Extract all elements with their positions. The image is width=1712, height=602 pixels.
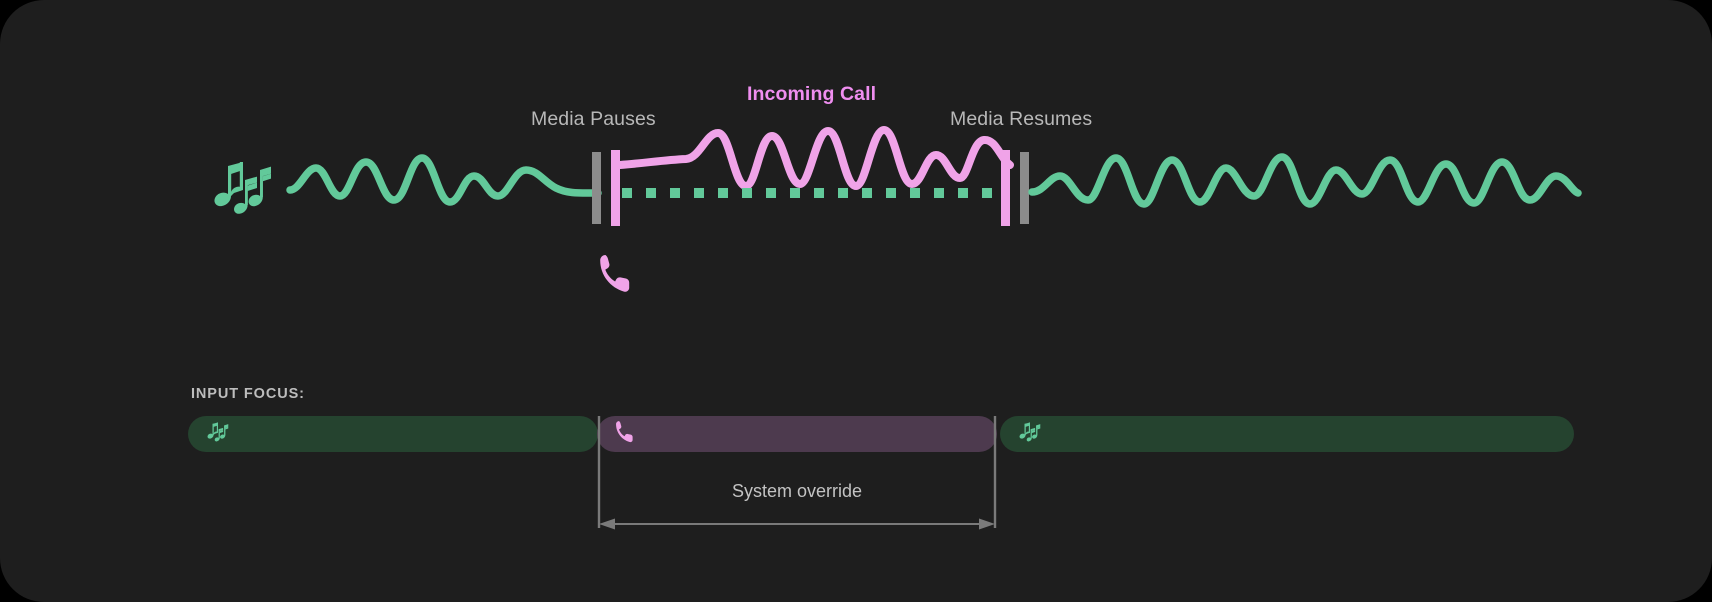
input-focus-heading: INPUT FOCUS: <box>191 386 305 402</box>
resume-marker-gray-bar <box>1020 152 1029 224</box>
focus-bar-media-before[interactable] <box>188 416 598 452</box>
phone-icon <box>614 420 635 448</box>
label-media-pauses: Media Pauses <box>531 108 656 130</box>
system-override-bracket <box>597 416 997 530</box>
music-notes-icon <box>208 158 278 218</box>
media-waveform-before <box>286 154 602 206</box>
system-override-label: System override <box>731 481 863 501</box>
focus-bar-call[interactable] <box>597 416 997 452</box>
media-waveform-after <box>1028 153 1582 208</box>
call-waveform <box>616 126 1014 190</box>
timeline-waveform-graphic <box>286 126 1582 226</box>
resume-marker-pink-bar <box>1001 150 1010 226</box>
bracket-arrow-left <box>599 518 615 530</box>
input-focus-panel: INPUT FOCUS: <box>0 330 1712 602</box>
focus-bar-media-after[interactable] <box>1000 416 1574 452</box>
pause-marker-gray-bar <box>592 152 601 224</box>
music-notes-icon <box>1017 421 1043 447</box>
label-media-resumes: Media Resumes <box>950 108 1093 130</box>
pause-marker-pink-bar <box>611 150 620 226</box>
music-notes-icon <box>205 421 231 447</box>
label-incoming-call: Incoming Call <box>747 83 877 105</box>
bracket-arrow-right <box>979 518 995 530</box>
timeline-panel: Media Pauses Incoming Call Media Resumes <box>208 83 1582 295</box>
phone-icon <box>597 253 633 295</box>
